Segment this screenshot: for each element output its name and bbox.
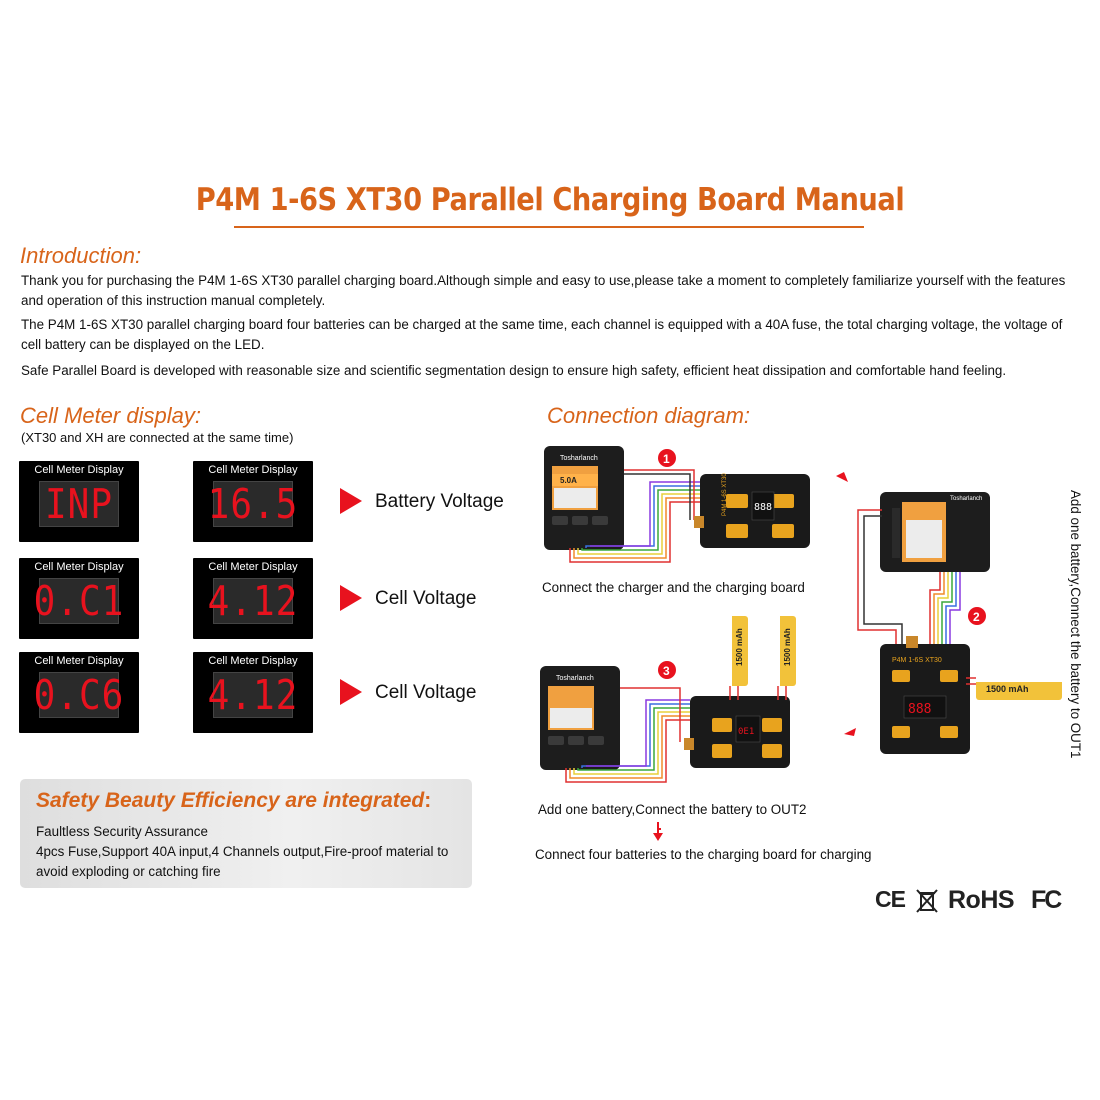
ce-mark: CE	[875, 886, 906, 912]
cell-meter-screen: 4.12	[207, 671, 299, 719]
wires-step-1	[569, 469, 700, 563]
cell-meter-screen: 0.C1	[33, 577, 125, 625]
charger-device-2: Tosharlanch	[880, 492, 990, 572]
cell-meter-reading: 4.12	[207, 577, 299, 625]
connection-diagram: Tosharlanch 5.0A 888 P4M 1-6S XT3	[530, 430, 1090, 830]
intro-heading: Introduction:	[20, 243, 142, 268]
battery-3a-label: 1500 mAh	[735, 628, 744, 666]
title-underline	[234, 226, 864, 228]
battery-step-3-a: 1500 mAh	[722, 616, 748, 700]
cell-meter-screen: 16.5	[207, 480, 299, 528]
cell-meter-2-left: Cell Meter Display 0.C1	[19, 558, 139, 639]
play-arrow-icon	[340, 679, 362, 705]
safety-heading-text: Safety Beauty Efficiency are integrated	[36, 789, 425, 812]
cell-meter-heading: Cell Meter display:	[20, 403, 201, 428]
arrow-step-2-to-3	[844, 728, 856, 736]
cell-meter-reading: 0.C6	[33, 671, 125, 719]
charging-board-3: 0E1	[684, 696, 790, 768]
charger-device-3: Tosharlanch	[540, 666, 620, 770]
down-arrow-icon	[653, 822, 663, 842]
step-3-number: 3	[663, 664, 670, 678]
board-2-label: P4M 1-6S XT30	[892, 657, 942, 664]
cell-meter-label: Cell Meter Display	[34, 655, 124, 667]
intro-paragraph-3: Safe Parallel Board is developed with re…	[21, 363, 1007, 378]
cell-meter-screen: 0.C6	[33, 671, 125, 719]
cell-meter-3-left: Cell Meter Display 0.C6	[19, 652, 139, 733]
step-1-badge: 1	[658, 449, 676, 467]
step-2-number: 2	[973, 610, 980, 624]
board-2-reading: 888	[908, 702, 931, 717]
charging-board-1: 888 P4M 1-6S XT30	[694, 473, 810, 548]
fc-mark: FC	[1031, 886, 1062, 914]
cell-meter-screen: 4.12	[207, 577, 299, 625]
caption-step-2: Add one battery,Connect the battery to O…	[1068, 490, 1083, 759]
cell-meter-reading: 0.C1	[33, 577, 125, 625]
play-arrow-icon	[340, 585, 362, 611]
cell-meter-label: Cell Meter Display	[208, 464, 298, 476]
board-1-reading: 888	[754, 502, 772, 513]
cell-meter-label: Cell Meter Display	[208, 561, 298, 573]
board-1-label: P4M 1-6S XT30	[722, 473, 728, 516]
battery-step-3-b: 1500 mAh	[770, 616, 796, 700]
step-3-badge: 3	[658, 661, 676, 679]
safety-heading-colon: :	[424, 789, 432, 812]
safety-box: Safety Beauty Efficiency are integrated:…	[20, 779, 472, 888]
caption-step-3: Add one battery,Connect the battery to O…	[538, 802, 807, 817]
charging-board-2: P4M 1-6S XT30 888	[880, 636, 970, 754]
battery-3b-label: 1500 mAh	[783, 628, 792, 666]
intro-paragraph-1: Thank you for purchasing the P4M 1-6S XT…	[21, 273, 1066, 308]
cell-meter-2-right: Cell Meter Display 4.12	[193, 558, 313, 639]
cell-meter-caption: Cell Voltage	[375, 682, 477, 703]
rohs-mark: RoHS	[948, 886, 1015, 914]
cell-meter-label: Cell Meter Display	[34, 464, 124, 476]
wires-step-3	[565, 687, 690, 783]
cell-meter-reading: 16.5	[207, 480, 299, 528]
connection-diagram-svg: Tosharlanch 5.0A 888 P4M 1-6S XT3	[540, 446, 1062, 830]
board-3-reading: 0E1	[738, 727, 754, 737]
cell-meter-screen: INP	[39, 480, 119, 528]
connection-heading: Connection diagram:	[547, 403, 751, 428]
cell-meter-3-right: Cell Meter Display 4.12	[193, 652, 313, 733]
charger-1-brand: Tosharlanch	[560, 455, 598, 462]
safety-line-2: 4pcs Fuse,Support 40A input,4 Channels o…	[36, 844, 449, 879]
wires-step-2	[857, 509, 961, 644]
weee-bin-icon	[915, 888, 939, 919]
cell-meter-caption: Battery Voltage	[375, 491, 504, 512]
certification-marks: CE RoHS FC	[875, 884, 1075, 918]
cell-meter-label: Cell Meter Display	[208, 655, 298, 667]
intro-paragraph-2: The P4M 1-6S XT30 parallel charging boar…	[21, 317, 1063, 352]
step-2-badge: 2	[968, 607, 986, 625]
charger-device-1: Tosharlanch 5.0A	[544, 446, 624, 550]
cell-meter-reading: 4.12	[207, 671, 299, 719]
cell-meter-note: (XT30 and XH are connected at the same t…	[21, 430, 294, 445]
page-title: P4M 1-6S XT30 Parallel Charging Board Ma…	[195, 182, 905, 218]
battery-2-label: 1500 mAh	[986, 684, 1029, 694]
cell-meter-reading: INP	[44, 480, 114, 528]
safety-line-1: Faultless Security Assurance	[36, 824, 208, 839]
cell-meter-label: Cell Meter Display	[34, 561, 124, 573]
cell-meter-1-right: Cell Meter Display 16.5	[193, 461, 313, 542]
step-1-number: 1	[663, 452, 670, 466]
safety-heading: Safety Beauty Efficiency are integrated:	[36, 789, 431, 813]
charger-3-brand: Tosharlanch	[556, 675, 594, 682]
cell-meter-caption: Cell Voltage	[375, 588, 477, 609]
charger-2-brand: Tosharlanch	[950, 496, 982, 502]
play-arrow-icon	[340, 488, 362, 514]
arrow-step-1-to-2	[836, 472, 848, 482]
caption-step-1: Connect the charger and the charging boa…	[542, 580, 805, 595]
caption-final: Connect four batteries to the charging b…	[535, 847, 872, 862]
charger-1-reading: 5.0A	[560, 476, 577, 485]
battery-step-2: 1500 mAh	[966, 670, 1062, 700]
